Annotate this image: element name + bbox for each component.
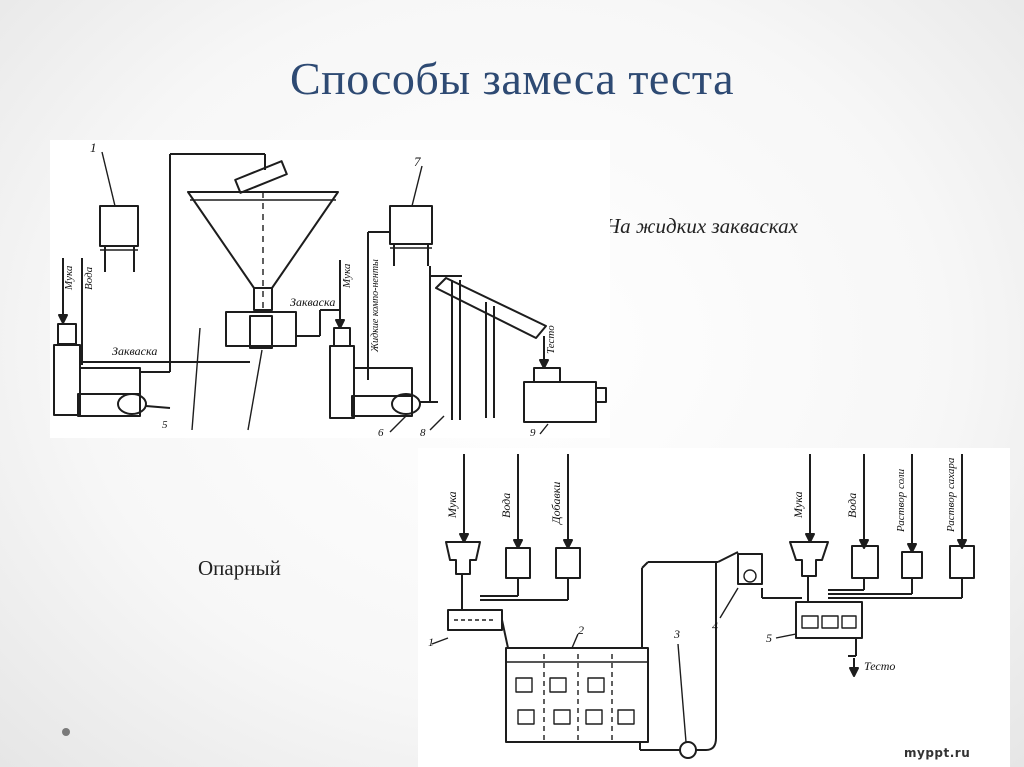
label-additives: Добавки (549, 482, 563, 525)
diagram-liquid-starters: 1 Мука Вода 5 Закваска Закваска 7 Мука Ж… (50, 140, 610, 438)
doser-additives (555, 547, 581, 579)
label-6: 6 (378, 427, 384, 438)
label-3: 3 (673, 627, 680, 641)
label-flour2: Мука (341, 263, 353, 289)
label-4: 4 (712, 619, 718, 633)
doser-sugar (949, 545, 975, 579)
label-water-right: Вода (845, 493, 859, 518)
hopper-7 (389, 205, 433, 245)
diagram-sponge-method: Мука Вода Добавки 1 2 3 4 Мука (418, 448, 1010, 767)
mixer-5 (795, 601, 863, 639)
slide-bullet (62, 728, 70, 736)
label-7: 7 (414, 154, 421, 169)
pump-6 (391, 393, 421, 415)
label-1: 1 (428, 635, 434, 649)
label-9: 9 (530, 427, 536, 438)
pump-3 (679, 741, 697, 759)
label-dough: Тесто (545, 325, 557, 354)
slide-title: Способы замеса теста (290, 53, 734, 104)
label-flour-left: Мука (445, 491, 459, 519)
watermark: myppt.ru (904, 746, 971, 760)
dispenser-4 (737, 553, 763, 585)
label-starter-left: Закваска (112, 344, 157, 358)
divider-9 (523, 381, 597, 423)
label-flour: Мука (63, 265, 75, 291)
label-flour-right: Мука (791, 491, 805, 519)
hopper-flour-right (789, 541, 829, 577)
doser-water-left (505, 547, 531, 579)
hopper-flour-left (445, 541, 481, 575)
label-salt: Раствор соли (895, 468, 907, 533)
pump-left (117, 393, 147, 415)
hopper-1 (99, 205, 139, 247)
sponge-tank-2 (505, 647, 649, 743)
label-sugar: Раствор сахара (945, 457, 957, 533)
label-1: 1 (90, 140, 97, 155)
label-5: 5 (766, 631, 772, 645)
label-8: 8 (420, 427, 426, 438)
caption-sponge-method: Опарный (198, 556, 281, 580)
label-water-left: Вода (499, 493, 513, 518)
caption-liquid-starters: На жидких заквасках (605, 214, 798, 238)
doser-water-right (851, 545, 879, 579)
label-liquid-components: Жидкие компо-ненты (370, 259, 381, 353)
label-water: Вода (83, 266, 95, 290)
label-dough-right: Тесто (864, 659, 895, 673)
conveyor-8 (435, 277, 547, 339)
label-starter-top: Закваска (290, 295, 335, 309)
doser-salt (901, 551, 923, 579)
label-2: 2 (578, 623, 584, 637)
label-5: 5 (162, 419, 168, 431)
